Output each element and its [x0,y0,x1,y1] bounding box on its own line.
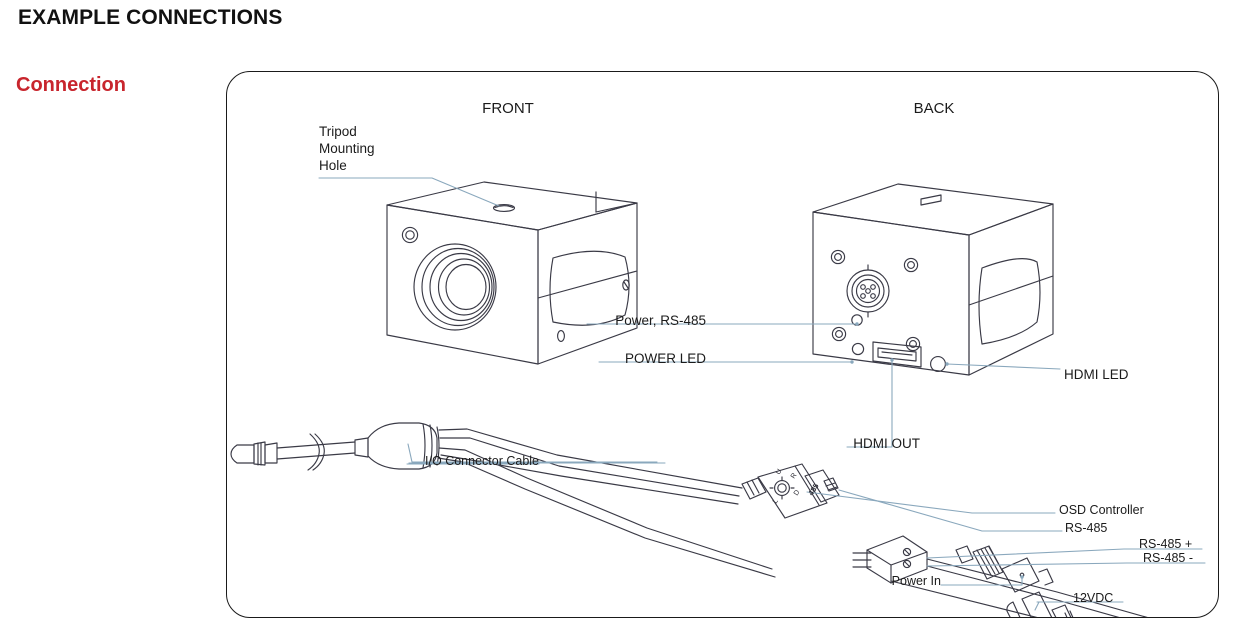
callout-12vdc: 12VDC [1073,591,1114,605]
callout-rs485-negative: RS-485 - [1143,551,1194,565]
front-camera-drawing [386,181,638,365]
osd-key-r-label: R [790,472,799,480]
io-cable-assembly [230,422,776,578]
rs485-terminal-block [852,535,1148,617]
callout-hdmi-out: HDMI OUT [853,436,920,451]
callout-power-in: Power In [891,574,941,588]
connection-diagram-svg: U R D L 485 [230,177,1206,617]
connection-diagram-panel: U R D L 485 FRONT BACK Tripod Mounting H… [226,71,1219,618]
back-panel-screws [830,249,921,352]
front-view-heading: FRONT [482,100,534,117]
callout-osd-controller: OSD Controller [1059,503,1144,517]
osd-key-l-label: L [772,498,780,505]
callout-rs485: RS-485 [1065,521,1108,535]
power-led-indicator [851,342,865,356]
back-view-heading: BACK [913,100,955,117]
osd-key-d-label: D [793,489,802,497]
callout-power-led: POWER LED [624,351,706,366]
hdmi-out-port [872,341,922,368]
section-label: Connection [16,74,126,96]
twelve-volt-dc-plug [1006,591,1074,617]
callout-io-connector-cable: I/O Connector Cable [425,454,539,468]
power-rs485-port [846,264,890,318]
leader-lines [318,177,1206,611]
power-in-connector [955,545,1054,593]
osd-controller-drawing [741,463,840,519]
callout-tripod-mounting-hole: Tripod Mounting Hole [319,124,375,173]
osd-key-u-label: U [775,468,784,476]
back-camera-drawing [812,183,1054,376]
page-title: EXAMPLE CONNECTIONS [18,6,283,29]
hdmi-led-indicator [930,356,946,372]
callout-power-rs485: Power, RS-485 [615,313,706,328]
osd-485-port-label: 485 [806,482,820,497]
callout-hdmi-led: HDMI LED [1064,367,1129,382]
callout-rs485-positive: RS-485 + [1139,537,1193,551]
